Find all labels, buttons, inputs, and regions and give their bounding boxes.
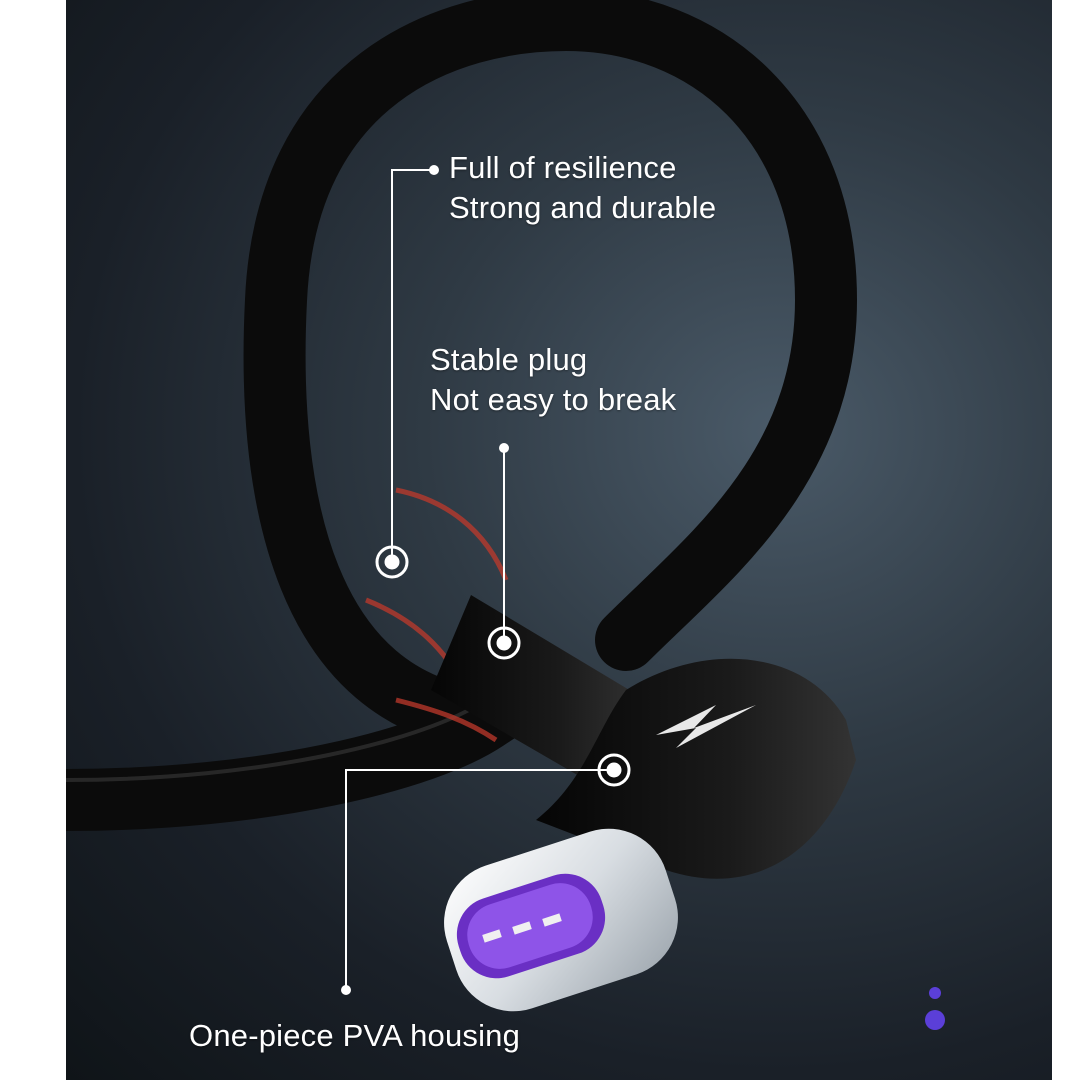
target-markers <box>375 545 631 787</box>
product-photo: Full of resilience Strong and durable St… <box>66 0 1052 1080</box>
callout-plug: Stable plug Not easy to break <box>430 340 676 420</box>
callout-resilience: Full of resilience Strong and durable <box>449 148 716 228</box>
callout-plug-line1: Stable plug <box>430 342 588 377</box>
callout-resilience-line1: Full of resilience <box>449 150 677 185</box>
callout-housing-line1: One-piece PVA housing <box>189 1018 521 1053</box>
callout-markers <box>341 165 509 995</box>
decor-dot-small <box>929 987 941 999</box>
lightning-bolt-icon <box>656 705 756 748</box>
callout-plug-line2: Not easy to break <box>430 382 677 417</box>
connector-housing <box>536 658 856 879</box>
callout-resilience-line2: Strong and durable <box>449 190 717 225</box>
callout-housing: One-piece PVA housing <box>189 1016 520 1056</box>
decor-dot-large <box>925 1010 945 1030</box>
cable-loop <box>66 0 858 831</box>
usb-c-plug <box>444 828 678 1012</box>
callout-lines <box>345 169 611 990</box>
cable-illustration <box>66 0 945 1030</box>
connector-neck <box>431 595 646 780</box>
